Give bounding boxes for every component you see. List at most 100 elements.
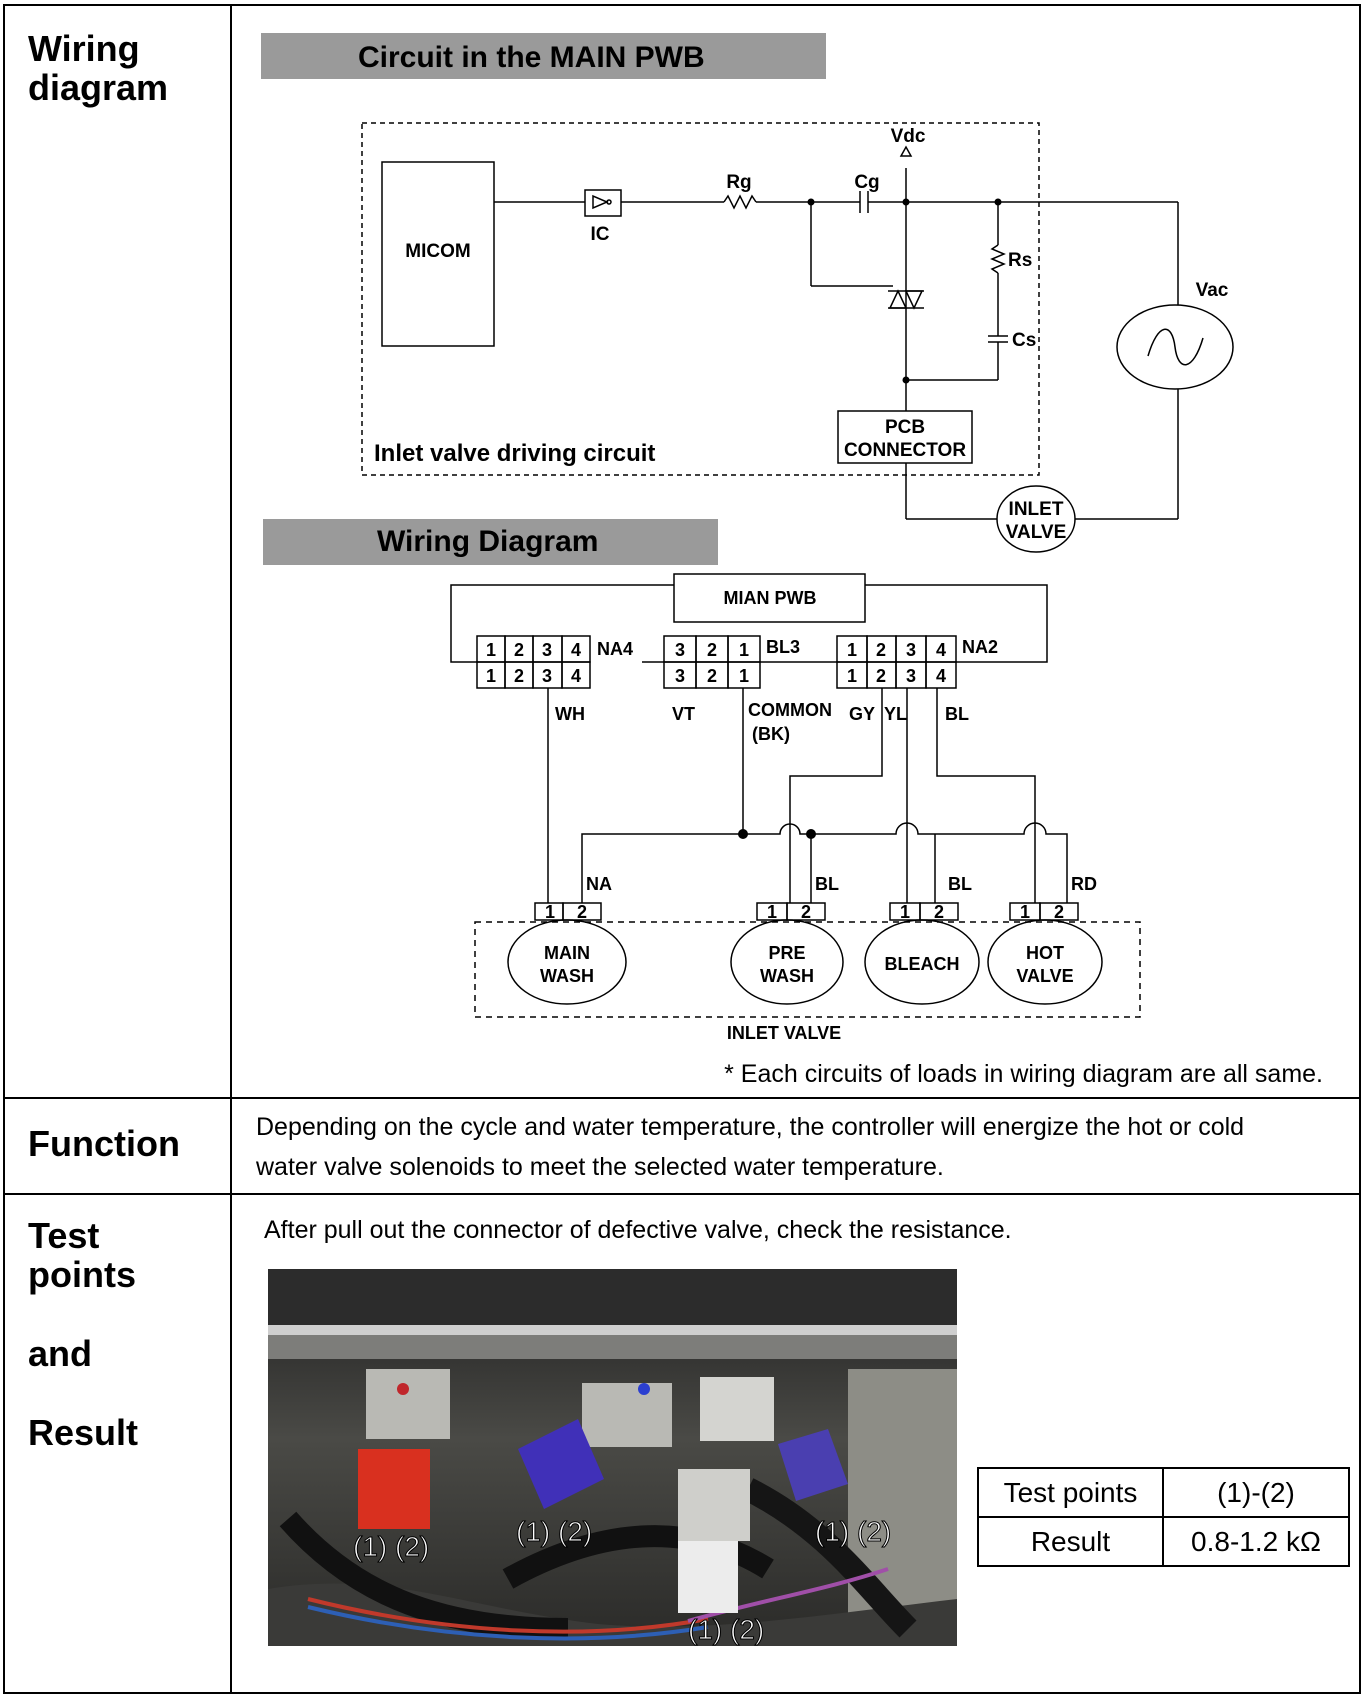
bleach-pin-1: 1 — [900, 902, 910, 922]
micom-label: MICOM — [405, 241, 470, 262]
bl3-bot-pin-1: 1 — [739, 666, 749, 686]
main-wash-label-1: MAIN — [544, 943, 590, 963]
white-connector — [678, 1541, 738, 1613]
test-instruction: After pull out the connector of defectiv… — [264, 1216, 1012, 1244]
na2-top-pin-1: 1 — [847, 640, 857, 660]
hot-valve-label-2: VALVE — [1016, 966, 1073, 986]
na4-label: NA4 — [597, 639, 633, 659]
na4-top-pin-2: 2 — [514, 640, 524, 660]
vdc-label: Vdc — [891, 126, 926, 147]
vac-sine — [1147, 328, 1204, 366]
inlet-valve-group-label: INLET VALVE — [727, 1023, 841, 1043]
wiring-banner: Wiring Diagram — [263, 519, 718, 565]
na2-top-pin-4: 4 — [936, 640, 946, 660]
hot-valve-label-1: HOT — [1026, 943, 1064, 963]
test-label: Test points and Result — [28, 1215, 139, 1453]
vt-label: VT — [672, 704, 695, 724]
ic-box — [584, 189, 622, 217]
board-title-box — [673, 573, 866, 623]
inlet-label-2: VALVE — [1006, 522, 1067, 543]
ic-buffer-symbol — [592, 194, 609, 210]
board-outline-left — [450, 584, 674, 663]
na2-bot-pin-3: 3 — [906, 666, 916, 686]
hot-pin-1: 1 — [1020, 902, 1030, 922]
vdc-arrow — [899, 145, 913, 157]
photo-label-right: (1) (2) — [815, 1516, 891, 1547]
column-divider — [230, 4, 232, 1694]
rg-label: Rg — [726, 172, 751, 193]
yl-label: YL — [884, 704, 907, 724]
na4-bot-pin-1: 1 — [486, 666, 496, 686]
micom-box — [381, 161, 495, 347]
bl3-bot-pin-3: 3 — [675, 666, 685, 686]
na4-bot-pin-2: 2 — [514, 666, 524, 686]
vac-source — [1116, 304, 1234, 390]
right-valve-body — [700, 1377, 774, 1441]
pcb-label-2: CONNECTOR — [844, 440, 966, 461]
bl3-bot-pin-2: 2 — [707, 666, 717, 686]
na2-bot-pin-1: 1 — [847, 666, 857, 686]
result-table: Test points (1)-(2) Result 0.8-1.2 kΩ — [977, 1467, 1350, 1567]
pcb-connector-box — [837, 410, 973, 464]
main-wash-label-2: WASH — [540, 966, 594, 986]
na2-bot-pin-2: 2 — [876, 666, 886, 686]
na2-top-pin-2: 2 — [876, 640, 886, 660]
table-row: Result 0.8-1.2 kΩ — [977, 1516, 1350, 1567]
vac-label: Vac — [1196, 280, 1229, 301]
circuit-diagram: MICOM IC Rg Cg Vdc Rs Cs Vac PCB CONNECT… — [361, 122, 1234, 553]
triac-lower — [888, 289, 908, 309]
na4-top-pin-4: 4 — [571, 640, 581, 660]
board-outline-right — [865, 584, 1048, 663]
common-label-1: COMMON — [748, 700, 832, 720]
bl-top-label: BL — [945, 704, 969, 724]
main-pin-2: 2 — [577, 902, 587, 922]
table-frame — [3, 4, 1361, 1694]
circuit-banner: Circuit in the MAIN PWB — [261, 33, 826, 79]
row-divider-2 — [3, 1193, 1361, 1195]
wire-yl — [789, 688, 883, 903]
blue-connector — [518, 1419, 604, 1509]
pre-wash-label-2: WASH — [760, 966, 814, 986]
function-label: Function — [28, 1123, 180, 1164]
na4-top-pin-1: 1 — [486, 640, 496, 660]
bl3-top-pin-3: 3 — [675, 640, 685, 660]
purple-connector — [778, 1429, 848, 1501]
rg-resistor — [723, 194, 757, 210]
bl3-top-pin-2: 2 — [707, 640, 717, 660]
na2-top-pin-3: 3 — [906, 640, 916, 660]
photo-label-red: (1) (2) — [353, 1531, 429, 1562]
hot-valve — [987, 919, 1103, 1005]
test-points-header: Test points — [977, 1467, 1164, 1518]
rd-label: RD — [1071, 874, 1097, 894]
cg-label: Cg — [854, 172, 879, 193]
red-valve-body — [366, 1369, 450, 1439]
wire-common-bus — [581, 822, 1068, 903]
rs-resistor — [990, 244, 1006, 274]
photo-label-white: (1) (2) — [688, 1614, 764, 1645]
na4-bot-pin-4: 4 — [571, 666, 581, 686]
hot-pin-2: 2 — [1054, 902, 1064, 922]
bl-label-2: BL — [948, 874, 972, 894]
valve-photo: (1) (2) (1) (2) (1) (2) (1) (2) — [268, 1269, 957, 1646]
bleach-label: BLEACH — [885, 954, 960, 974]
bl3-label: BL3 — [766, 637, 800, 657]
blue-valve-body — [582, 1383, 672, 1447]
wiring-diagram: MIAN PWB 1 2 3 4 1 2 3 4 NA4 3 2 1 3 2 1… — [450, 573, 1323, 1088]
board-label: MIAN PWB — [724, 588, 817, 608]
result-value: 0.8-1.2 kΩ — [1162, 1516, 1350, 1567]
rs-label: Rs — [1008, 250, 1032, 271]
na4-bot-pin-3: 3 — [542, 666, 552, 686]
gy-label: GY — [849, 704, 875, 724]
na4-top-pin-3: 3 — [542, 640, 552, 660]
wiring-note: * Each circuits of loads in wiring diagr… — [724, 1060, 1323, 1088]
function-text: Depending on the cycle and water tempera… — [256, 1113, 1245, 1181]
cs-label: Cs — [1012, 330, 1036, 351]
table-row: Test points (1)-(2) — [977, 1467, 1350, 1518]
photo-label-blue: (1) (2) — [516, 1516, 592, 1547]
result-header: Result — [977, 1516, 1164, 1567]
pre-pin-2: 2 — [801, 902, 811, 922]
wh-label: WH — [555, 704, 585, 724]
bl3-top-pin-1: 1 — [739, 640, 749, 660]
wire-bl — [936, 688, 1036, 903]
white-valve-body — [678, 1469, 750, 1541]
